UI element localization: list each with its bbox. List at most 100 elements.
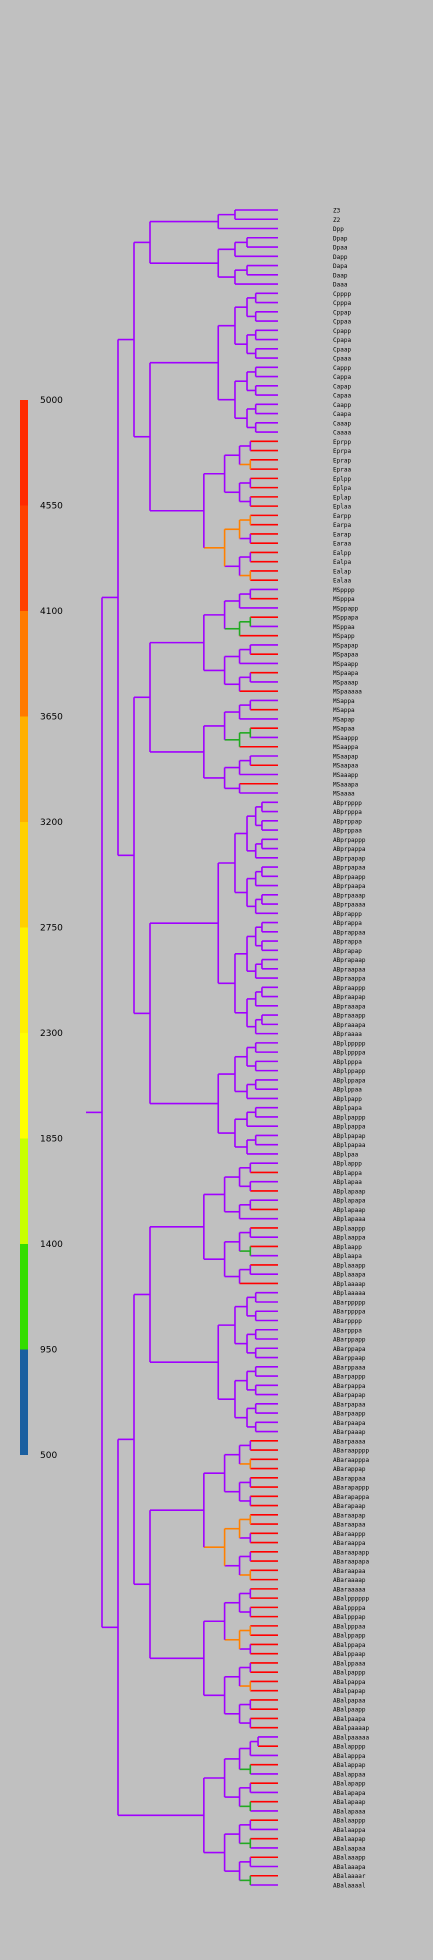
scale-segment [20,505,28,611]
scale-tick-label: 3200 [40,818,63,828]
leaf-label: MSapaa [333,726,355,733]
leaf-label: Z2 [333,217,341,224]
leaf-label: ABarppapp [333,1337,366,1344]
leaf-label: ABplpapaa [333,1142,366,1149]
leaf-label: Z3 [333,208,341,215]
leaf-label: ABaraaaap [333,1577,366,1584]
leaf-label: Caaap [333,420,351,427]
leaf-label: ABplappp [333,1161,362,1168]
scale-tick-label: 500 [40,1451,57,1461]
leaf-label: Cppap [333,309,351,316]
leaf-label: MSaappp [333,735,359,742]
leaf-label: MSpaaaaa [333,689,362,696]
leaf-label: ABarpapap [333,1392,366,1399]
leaf-label: ABprapap [333,948,362,955]
leaf-label: Epraa [333,467,351,474]
leaf-label: ABpraaapa [333,1022,366,1029]
leaf-label: ABplapaaa [333,1216,366,1223]
leaf-label: Eplaa [333,504,351,511]
leaf-label: Dpaa [333,245,348,252]
leaf-label: Dapp [333,254,348,261]
leaf-label: Earpa [333,522,351,529]
leaf-label: ABplaappa [333,1235,366,1242]
leaf-label: ABprppap [333,818,362,825]
leaf-label: Eprpp [333,439,351,446]
leaf-label: Caapp [333,402,351,409]
scale-tick-label: 2300 [40,1029,63,1039]
scale-tick-label: 2750 [40,924,63,934]
leaf-label: Cappa [333,374,351,381]
leaf-label: MSpppp [333,587,355,594]
leaf-label: ABplpappa [333,1124,366,1131]
leaf-label: ABprpaapp [333,874,366,881]
leaf-label: ABprpaapa [333,883,366,890]
leaf-label: ABaraapapp [333,1549,370,1556]
leaf-label: Cpapa [333,337,351,344]
leaf-label: ABprappp [333,911,362,918]
scale-tick-label: 5000 [40,396,63,406]
leaf-label: ABplpappp [333,1114,366,1121]
leaf-label: Capaa [333,393,351,400]
leaf-label: ABarppaaa [333,1364,366,1371]
color-scale-bar [20,400,28,1455]
leaf-label: Cpaap [333,346,351,353]
leaf-label: ABarppaap [333,1355,366,1362]
leaf-label: ABalppapa [333,1642,366,1649]
leaf-label: ABaraapppa [333,1457,370,1464]
leaf-label: MSppaa [333,624,355,631]
leaf-label: ABalpppaa [333,1623,366,1630]
leaf-label: ABplppppp [333,1040,366,1047]
leaf-label: Ealaa [333,578,351,585]
leaf-label: ABprpppp [333,800,362,807]
leaf-label: Dpp [333,226,344,233]
leaf-label: ABplapaap [333,1207,366,1214]
leaf-label: Caapa [333,411,351,418]
scale-tick-label: 1400 [40,1240,63,1250]
leaf-label: Cpapp [333,328,351,335]
leaf-label: ABprppaa [333,828,362,835]
leaf-label: ABarpappp [333,1374,366,1381]
leaf-label: Cpppp [333,291,351,298]
leaf-label: ABplappa [333,1170,362,1177]
leaf-label: ABarpaapp [333,1411,366,1418]
leaf-label: ABpraaapp [333,1013,366,1020]
color-scale-labels: 5000455041003650320027502300185014009505… [40,396,63,1461]
leaf-label: Eprap [333,457,351,464]
leaf-label: Ealap [333,568,351,575]
leaf-label: ABalaapaa [333,1845,366,1852]
leaf-label: Earaa [333,541,351,548]
leaf-label: ABprpappp [333,837,366,844]
leaf-label: ABplpapap [333,1133,366,1140]
leaf-label: Earpp [333,513,351,520]
leaf-label: Ealpa [333,559,351,566]
leaf-label: ABplaaaaa [333,1290,366,1297]
leaf-label: ABarppppp [333,1299,366,1306]
leaf-label: Daap [333,272,348,279]
leaf-label: ABplapapa [333,1198,366,1205]
scale-tick-label: 3650 [40,713,63,723]
leaf-label: ABalapppa [333,1753,366,1760]
leaf-label: MSaaaa [333,791,355,798]
leaf-label: ABplppapa [333,1077,366,1084]
leaf-label: ABarppapa [333,1346,366,1353]
leaf-label: MSappa [333,707,355,714]
leaf-label: ABarpppp [333,1318,362,1325]
leaf-label: MSpaaap [333,679,359,686]
leaf-label: MSappa [333,698,355,705]
leaf-label: Cpaaa [333,356,351,363]
scale-segment [20,1138,28,1244]
leaf-label: ABprpppa [333,809,362,816]
leaf-label: MSpaapp [333,661,359,668]
leaf-label: ABalpapaa [333,1697,366,1704]
leaf-label: ABalppaap [333,1651,366,1658]
leaf-label: MSaaapp [333,772,359,779]
leaf-label: MSppapp [333,605,359,612]
leaf-label: ABalaaapa [333,1864,366,1871]
leaf-label: ABalapapp [333,1781,366,1788]
leaf-label: Cappp [333,365,351,372]
scale-segment [20,716,28,822]
leaf-label: ABpraappa [333,976,366,983]
leaf-label: ABplaappp [333,1225,366,1232]
leaf-label: MSpapp [333,633,355,640]
